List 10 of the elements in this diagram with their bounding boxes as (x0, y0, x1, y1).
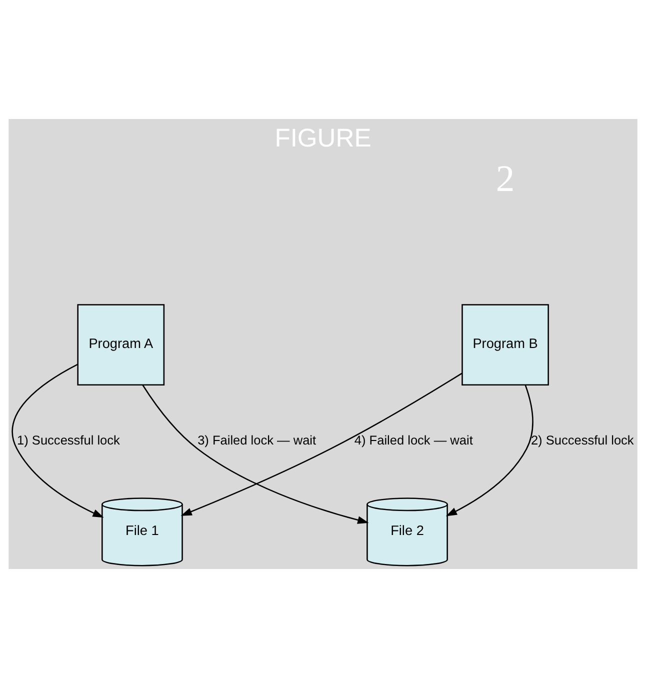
arrow (12, 363, 104, 518)
edge-label: 3) Failed lock — wait (198, 432, 316, 448)
edge-label: 4) Failed lock — wait (354, 432, 473, 448)
arrow (180, 372, 462, 516)
edge-label: 1) Successful lock (17, 432, 120, 448)
arrow (142, 384, 369, 524)
node-box: Program A (77, 304, 165, 386)
arrow (446, 384, 534, 516)
node-box: Program B (462, 304, 549, 386)
edge-label: 2) Successful lock (530, 432, 634, 448)
